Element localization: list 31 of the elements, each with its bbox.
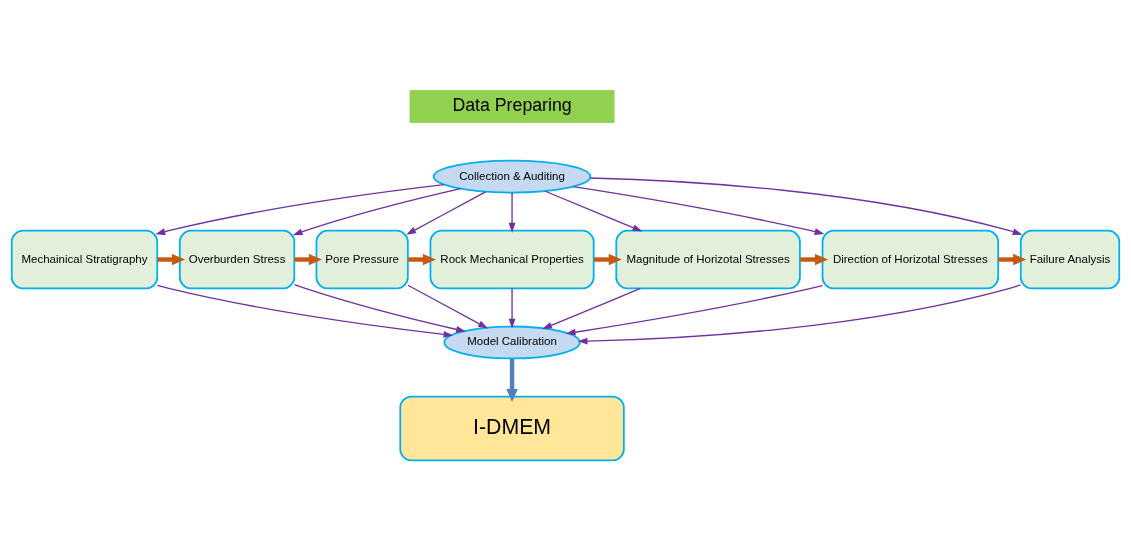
arrow: [155, 184, 445, 235]
arrow: [800, 253, 829, 266]
node-box: Magnitude of Horizotal Stresses: [615, 229, 801, 290]
arrow: [292, 188, 462, 236]
arrow: [294, 253, 322, 266]
arrow: [156, 284, 454, 338]
node-box: Rock Mechanical Properties: [429, 229, 595, 290]
arrow: [544, 190, 643, 232]
arrow: [589, 177, 1023, 235]
arrow: [157, 253, 186, 266]
node-box: Overburden Stress: [178, 229, 296, 290]
node-box: Pore Pressure: [315, 229, 409, 290]
arrow: [408, 253, 436, 266]
node-box: Data Preparing: [409, 90, 615, 123]
node-box: Failure Analysis: [1019, 229, 1121, 290]
arrow: [577, 284, 1022, 345]
arrow: [572, 185, 825, 235]
arrow: [406, 191, 487, 235]
arrow: [998, 253, 1027, 266]
arrow: [407, 284, 488, 329]
node-box: I-DMEM: [399, 395, 625, 462]
node-box: Direction of Horizotal Stresses: [821, 229, 1000, 290]
node-ellipse: Collection & Auditing: [432, 159, 592, 194]
arrow: [293, 283, 466, 333]
arrow: [506, 358, 518, 403]
arrow: [542, 287, 641, 330]
arrow: [508, 192, 516, 233]
arrow: [508, 287, 516, 329]
arrow: [565, 284, 824, 336]
arrow: [594, 253, 622, 266]
node-box: Mechainical Stratigraphy: [10, 229, 159, 290]
